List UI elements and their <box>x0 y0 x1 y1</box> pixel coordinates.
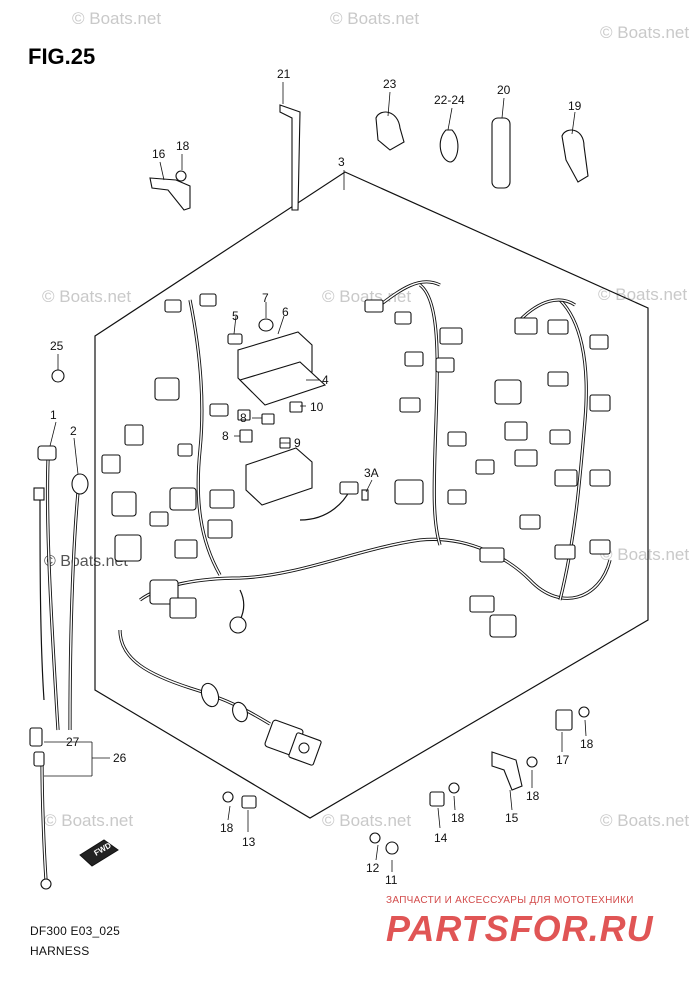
callout-4: 4 <box>322 373 329 387</box>
watermark-6: © Boats.net <box>598 285 687 304</box>
shop-logo: PARTSFOR.RU <box>386 908 654 949</box>
callout-18-a: 18 <box>220 821 234 835</box>
standalone-parts <box>51 104 590 855</box>
watermark-3: © Boats.net <box>600 23 689 42</box>
main-coupler <box>264 719 322 766</box>
watermarks: © Boats.net © Boats.net © Boats.net © Bo… <box>42 9 689 830</box>
callout-14: 14 <box>434 831 448 845</box>
callout-10: 10 <box>310 400 324 414</box>
trunk-grommets <box>200 616 248 723</box>
watermark-9: © Boats.net <box>322 811 411 830</box>
watermark-4: © Boats.net <box>42 287 131 306</box>
callout-18-c: 18 <box>526 789 540 803</box>
callout-9: 9 <box>294 436 301 450</box>
callout-17: 17 <box>556 753 570 767</box>
battery-cables <box>29 445 89 890</box>
model-code: DF300 E03_025 <box>30 924 120 938</box>
callout-1: 1 <box>50 408 57 422</box>
callout-11: 11 <box>385 873 398 887</box>
junction-box-parts <box>227 318 369 506</box>
callout-22-24: 22-24 <box>434 93 465 107</box>
watermark-2: © Boats.net <box>330 9 419 28</box>
figure-title: FIG.25 <box>28 44 95 69</box>
callout-3a: 3A <box>364 466 379 480</box>
watermark-8: © Boats.net <box>44 811 133 830</box>
callout-3: 3 <box>338 155 345 169</box>
callout-21: 21 <box>277 67 291 81</box>
watermark-dark: © Boats.net <box>44 553 128 570</box>
section-name: HARNESS <box>30 944 90 958</box>
watermark-7: © Boats.net <box>600 545 689 564</box>
harness-frame <box>94 171 649 819</box>
callout-5: 5 <box>232 309 239 323</box>
callout-18-top: 18 <box>176 139 190 153</box>
callout-12: 12 <box>366 861 380 875</box>
shop-tagline: ЗАПЧАСТИ И АКСЕССУАРЫ ДЛЯ МОТОТЕХНИКИ <box>386 895 634 906</box>
watermark-5: © Boats.net <box>322 287 411 306</box>
callout-16: 16 <box>152 147 166 161</box>
callout-27: 27 <box>66 735 80 749</box>
callout-7: 7 <box>262 291 269 305</box>
callout-8-upper: 8 <box>240 411 247 425</box>
watermark-10: © Boats.net <box>600 811 689 830</box>
callout-8-lower: 8 <box>222 429 229 443</box>
callout-19: 19 <box>568 99 582 113</box>
callout-13: 13 <box>242 835 256 849</box>
callout-15: 15 <box>505 811 519 825</box>
callout-20: 20 <box>497 83 511 97</box>
watermark-1: © Boats.net <box>72 9 161 28</box>
callout-2: 2 <box>70 424 77 438</box>
callout-18-d: 18 <box>580 737 594 751</box>
callout-6: 6 <box>282 305 289 319</box>
leader-lines <box>44 82 587 872</box>
callout-23: 23 <box>383 77 397 91</box>
right-connector-cluster <box>339 299 611 638</box>
fwd-arrow: FWD <box>79 839 119 867</box>
left-connector-cluster <box>101 293 235 619</box>
callout-labels: 21 23 22-24 20 19 16 18 3 25 1 2 5 7 6 4… <box>50 67 594 887</box>
callout-25: 25 <box>50 339 64 353</box>
callout-26: 26 <box>113 751 127 765</box>
callout-18-b: 18 <box>451 811 465 825</box>
